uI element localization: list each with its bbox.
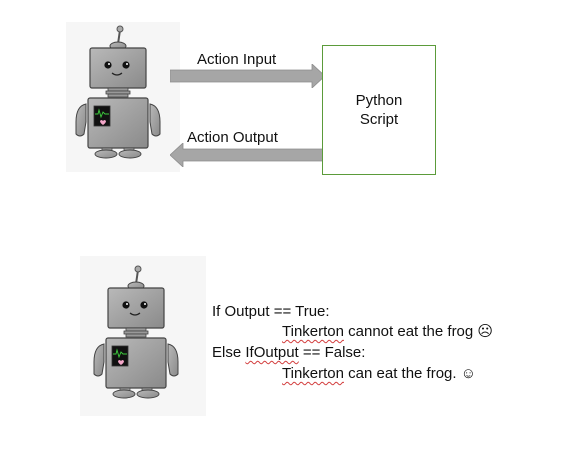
action-output-label: Action Output (187, 129, 278, 146)
result-line-1: Tinkerton cannot eat the frog ☹ (282, 322, 493, 342)
result-line-2-text: can eat the frog. ☺ (343, 365, 477, 382)
ifoutput-word: IfOutput (245, 344, 299, 361)
condition-line-2: Else IfOutput == False: (212, 343, 365, 363)
tinkerton-word: Tinkerton (282, 323, 344, 340)
condition-line-2-text: == False: (298, 344, 366, 361)
script-title-line1: Python (355, 92, 403, 109)
left-arrow-icon (170, 143, 325, 167)
robot-icon (86, 262, 196, 402)
robot-icon (68, 22, 178, 162)
tinkerton-word: Tinkerton (282, 365, 344, 382)
right-arrow-icon (170, 64, 325, 88)
condition-line-1: If Output == True: (212, 303, 330, 320)
script-title-line2: Script (359, 111, 399, 128)
result-line-1-text: cannot eat the frog ☹ (343, 323, 494, 340)
action-input-label: Action Input (197, 51, 277, 68)
else-keyword: Else (212, 344, 246, 361)
python-script-box: Python Script (322, 45, 436, 175)
result-line-2: Tinkerton can eat the frog. ☺ (282, 364, 476, 384)
